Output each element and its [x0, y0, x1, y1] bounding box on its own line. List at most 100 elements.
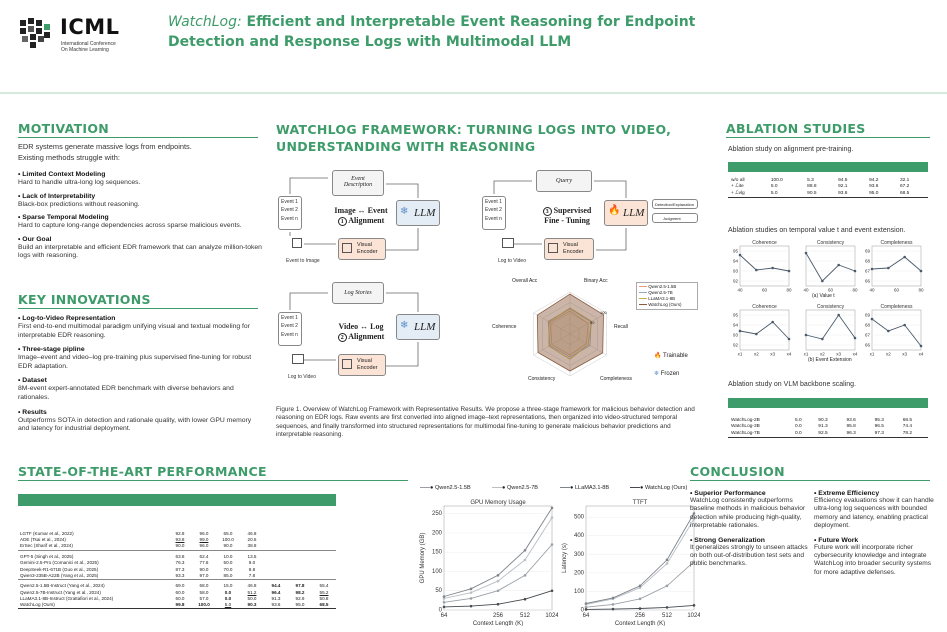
output-box-2: Judgment: [652, 213, 698, 223]
y-tick-label: 100: [432, 569, 443, 575]
list-item: • Future Work Future work will incorpora…: [814, 537, 934, 578]
y-tick-label: 92: [733, 279, 739, 284]
data-point: [903, 323, 906, 327]
temporal-title: Ablation studies on temporal value t and…: [728, 227, 906, 234]
stage2-arrows: [289, 292, 419, 367]
y-tick-label: 66: [865, 279, 871, 284]
data-point: [638, 607, 642, 610]
x-tick-label: x1: [870, 352, 875, 357]
series-line-0: [739, 254, 790, 272]
event-label: Event n: [281, 216, 298, 222]
x-tick-label: 40: [869, 288, 875, 293]
data-point: [584, 605, 588, 609]
stage3-diagram: Event 1 Event 2 Event n Log to Video Que…: [480, 166, 700, 266]
flame-icon: 🔥: [654, 353, 662, 359]
series-line-0: [871, 318, 922, 347]
bullet-title: • Strong Generalization: [690, 536, 765, 544]
plot-area: [871, 309, 922, 351]
llm-box-3: 🔥 LLM: [604, 200, 648, 226]
chart-title: Consistency: [817, 304, 845, 310]
visual-encoder-label: Encoder: [357, 365, 378, 371]
log-stories-box: Log Stories: [332, 282, 384, 304]
data-point: [496, 589, 500, 593]
chart-title: GPU Memory Usage: [470, 500, 526, 506]
data-point: [787, 337, 791, 341]
data-point: [887, 329, 890, 333]
radar-axis-label: Recall: [614, 324, 628, 330]
framework-heading-line-1: WATCHLOG FRAMEWORK: TURNING LOGS INTO VI…: [276, 122, 672, 137]
bullet-body: WatchLog consistently outperforms baseli…: [690, 497, 806, 530]
data-point: [523, 574, 527, 577]
y-tick-label: 67: [865, 269, 871, 274]
logo-subtitle-2: On Machine Learning: [61, 47, 109, 53]
bullet-body: First end-to-end multimodal paradigm uni…: [18, 323, 250, 339]
title-italic: WatchLog:: [168, 14, 242, 30]
visual-encoder-label: Visual: [357, 358, 372, 364]
data-point: [755, 332, 758, 336]
plot-area: [739, 309, 790, 351]
conclusion-col-2: • Extreme Efficiency Efficiency evaluati…: [814, 490, 934, 577]
legend-item: Qwen2.5-1.5B: [639, 284, 695, 290]
list-item: • Three-stage pipline Image–event and vi…: [18, 345, 263, 371]
data-point: [692, 560, 696, 564]
radar-axis-label: Consistency: [528, 376, 556, 382]
chart-title: Completeness: [881, 304, 913, 310]
table-row: LLaMA3.1-8B-Instruct (Grattafiori et al.…: [20, 595, 329, 601]
plot-area: [739, 245, 790, 287]
event-description-text: Event: [351, 176, 365, 182]
bullet-title: • Extreme Efficiency: [814, 490, 880, 497]
stage-number-badge: 2: [337, 333, 347, 342]
radar-spoke: [533, 312, 571, 335]
bullet-body: Hard to capture long-range dependencies …: [18, 222, 242, 230]
snowflake-icon: ❄: [654, 371, 660, 377]
visual-encoder-icon: [342, 359, 352, 369]
bullet-body: Hard to handle ultra-long log sequences.: [18, 179, 141, 186]
bullet-body: It generalizes strongly to unseen attack…: [690, 543, 808, 568]
plot-area: [871, 245, 922, 287]
event-label: Event n: [281, 332, 298, 338]
radar-axis-label: Completeness: [600, 376, 632, 382]
data-point: [919, 269, 923, 273]
motivation-heading: MOTIVATION: [18, 121, 110, 136]
frozen-legend: ❄ Frozen: [654, 371, 680, 377]
data-point: [692, 604, 696, 607]
flame-icon: 🔥: [608, 205, 621, 216]
plot-area: [805, 245, 856, 287]
list-item: • Superior Performance WatchLog consiste…: [690, 490, 808, 531]
bullet-title: • Three-stage pipline: [18, 346, 85, 354]
y-tick-label: 92: [733, 343, 739, 348]
table-row: Gemini-2.5-Pro (Comanici et al., 2025)76…: [20, 560, 256, 566]
bullet-body: Black-box predictions without reasoning.: [18, 200, 140, 208]
header-divider: [0, 92, 947, 94]
legend-item: ● Qwen2.5-1.5B: [420, 485, 471, 491]
event-list: Event 1 Event 2 Event n: [482, 196, 506, 230]
stage-number-badge: 1: [337, 217, 347, 226]
stage2-title: Video ↔ Log 2 Alignment: [330, 322, 392, 342]
logo-text: ICML: [60, 15, 120, 39]
radar-axis-label: Coherence: [492, 324, 517, 330]
radar-tick-label: 50: [590, 320, 595, 325]
y-tick-label: 69: [865, 313, 871, 318]
sota-heading: STATE-OF-THE-ART PERFORMANCE: [18, 464, 267, 479]
data-point: [919, 344, 923, 348]
data-point: [496, 579, 500, 583]
snowflake-icon: ❄: [400, 320, 409, 331]
data-point: [821, 279, 824, 283]
event-label: Event 1: [485, 199, 502, 205]
radar-axis-label: Overall Acc: [512, 278, 538, 284]
y-tick-label: 400: [574, 533, 585, 539]
data-point: [584, 608, 588, 611]
x-tick-label: 1024: [687, 613, 700, 619]
x-tick-label: x1: [804, 352, 809, 357]
framework-heading: WATCHLOG FRAMEWORK: TURNING LOGS INTO VI…: [276, 121, 676, 155]
data-point: [755, 268, 758, 272]
y-tick-label: 95: [733, 249, 739, 254]
data-point: [821, 337, 824, 341]
